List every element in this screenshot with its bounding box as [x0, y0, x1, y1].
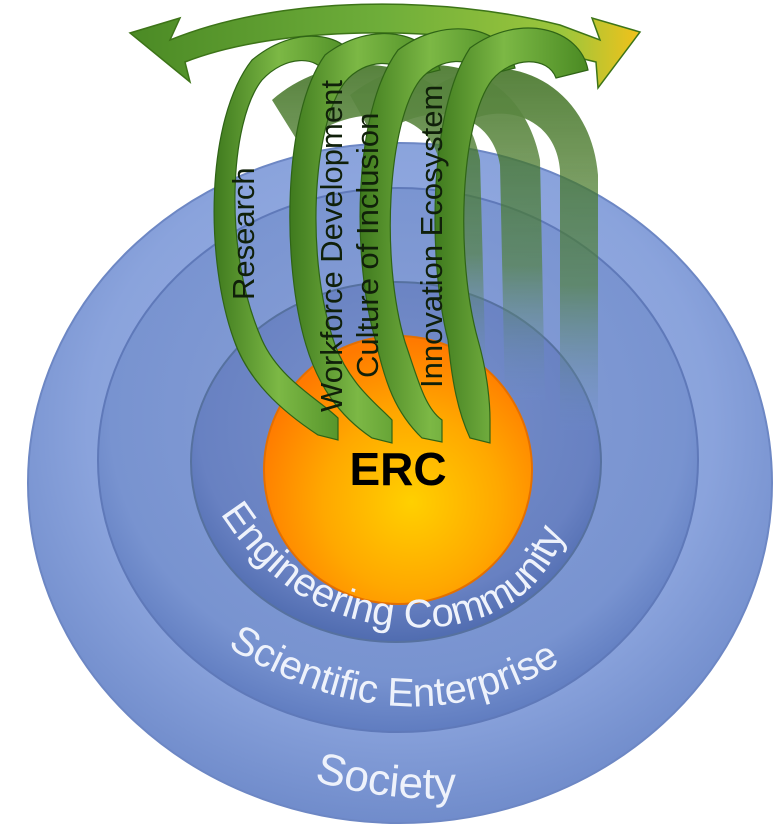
arrow-label-research: Research [226, 167, 261, 300]
arrow-label-innovation-ecosystem: Innovation Ecosystem [414, 85, 449, 388]
top-arrow-band [128, 3, 642, 91]
arrow-innovation-ecosystem [434, 27, 589, 444]
arrow-label-culture-of-inclusion: Culture of Inclusion [350, 113, 385, 378]
core-label-erc: ERC [349, 443, 446, 495]
arrow-label-workforce-development: Workforce Development [314, 80, 349, 412]
